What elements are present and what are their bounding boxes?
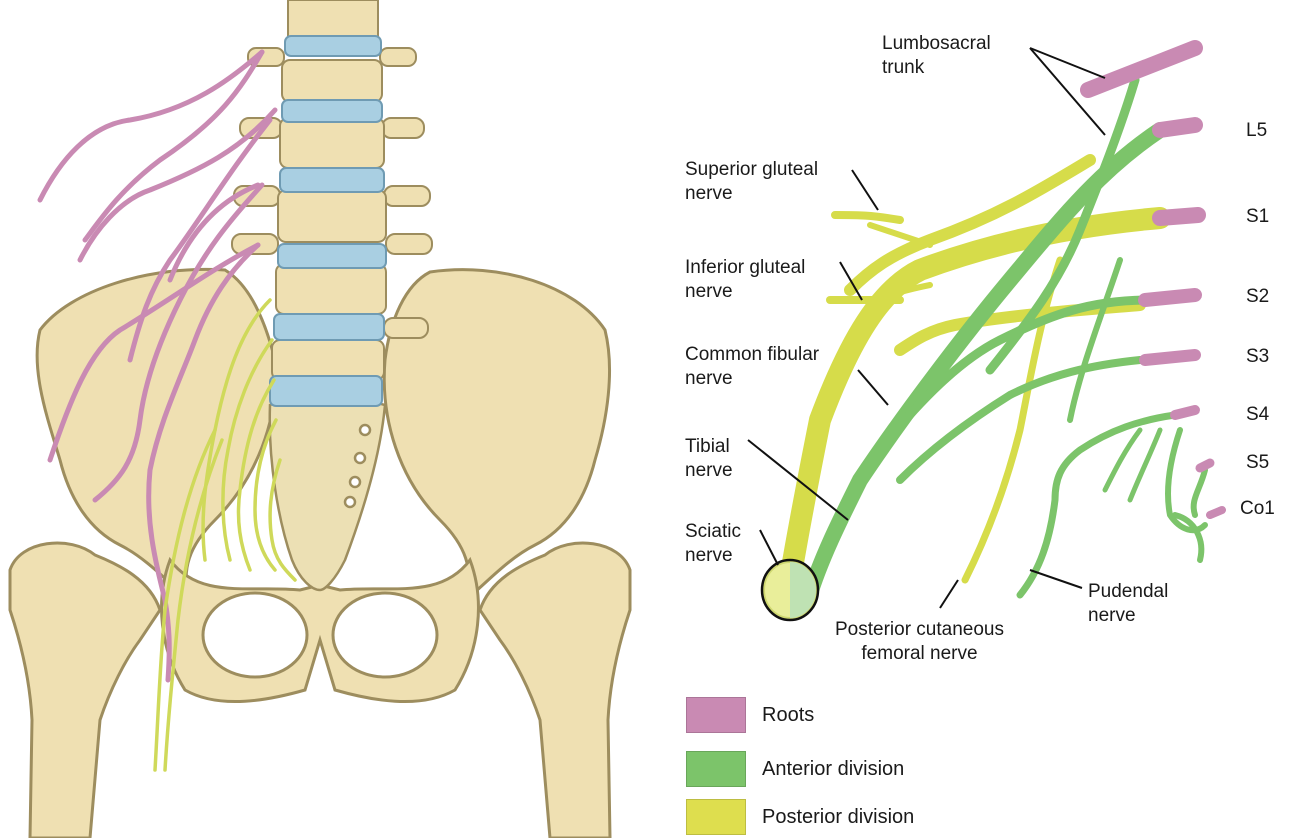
label-line: nerve xyxy=(685,367,819,391)
posterior-cutaneous-femoral-nerve-label: Posterior cutaneous femoral nerve xyxy=(835,618,1004,666)
sciatic-cut-end xyxy=(762,560,818,620)
label-line: Pudendal xyxy=(1088,580,1168,604)
label-line: Superior gluteal xyxy=(685,158,818,182)
label-line: nerve xyxy=(685,544,741,568)
label-line: Common fibular xyxy=(685,343,819,367)
legend-label: Anterior division xyxy=(762,758,904,781)
label-line: Sciatic xyxy=(685,520,741,544)
sciatic-nerve-label: Sciatic nerve xyxy=(685,520,741,568)
superior-gluteal-nerve-label: Superior gluteal nerve xyxy=(685,158,818,206)
root-label-s5: S5 xyxy=(1246,452,1269,474)
tibial-nerve-label: Tibial nerve xyxy=(685,435,733,483)
sacral-plexus-schematic xyxy=(748,48,1222,620)
right-obturator-foramen xyxy=(333,593,437,677)
root-label-l5: L5 xyxy=(1246,120,1267,142)
legend-swatch-roots xyxy=(686,697,746,733)
legend-item-posterior-division: Posterior division xyxy=(686,798,914,836)
root-label-s1: S1 xyxy=(1246,206,1269,228)
label-line: trunk xyxy=(882,56,991,80)
legend-label: Roots xyxy=(762,704,814,727)
legend-label: Posterior division xyxy=(762,806,914,829)
label-line: Posterior cutaneous xyxy=(835,618,1004,642)
root-label-co1: Co1 xyxy=(1240,498,1275,520)
root-label-s4: S4 xyxy=(1246,404,1269,426)
label-line: Lumbosacral xyxy=(882,32,991,56)
label-line: femoral nerve xyxy=(835,642,1004,666)
legend-swatch-anterior xyxy=(686,751,746,787)
root-label-s3: S3 xyxy=(1246,346,1269,368)
common-fibular-nerve-label: Common fibular nerve xyxy=(685,343,819,391)
label-line: nerve xyxy=(685,459,733,483)
label-line: nerve xyxy=(685,280,805,304)
label-line: Tibial xyxy=(685,435,733,459)
left-femur xyxy=(10,543,160,838)
legend-swatch-posterior xyxy=(686,799,746,835)
left-obturator-foramen xyxy=(203,593,307,677)
sacrum xyxy=(270,398,385,591)
legend-item-anterior-division: Anterior division xyxy=(686,750,904,788)
root-label-s2: S2 xyxy=(1246,286,1269,308)
label-line: nerve xyxy=(1088,604,1168,628)
label-line: nerve xyxy=(685,182,818,206)
pelvis-illustration xyxy=(10,0,630,838)
lumbosacral-trunk-label: Lumbosacral trunk xyxy=(882,32,991,80)
legend-item-roots: Roots xyxy=(686,696,814,734)
pudendal-nerve-label: Pudendal nerve xyxy=(1088,580,1168,628)
label-line: Inferior gluteal xyxy=(685,256,805,280)
inferior-gluteal-nerve-label: Inferior gluteal nerve xyxy=(685,256,805,304)
right-femur xyxy=(480,543,630,838)
